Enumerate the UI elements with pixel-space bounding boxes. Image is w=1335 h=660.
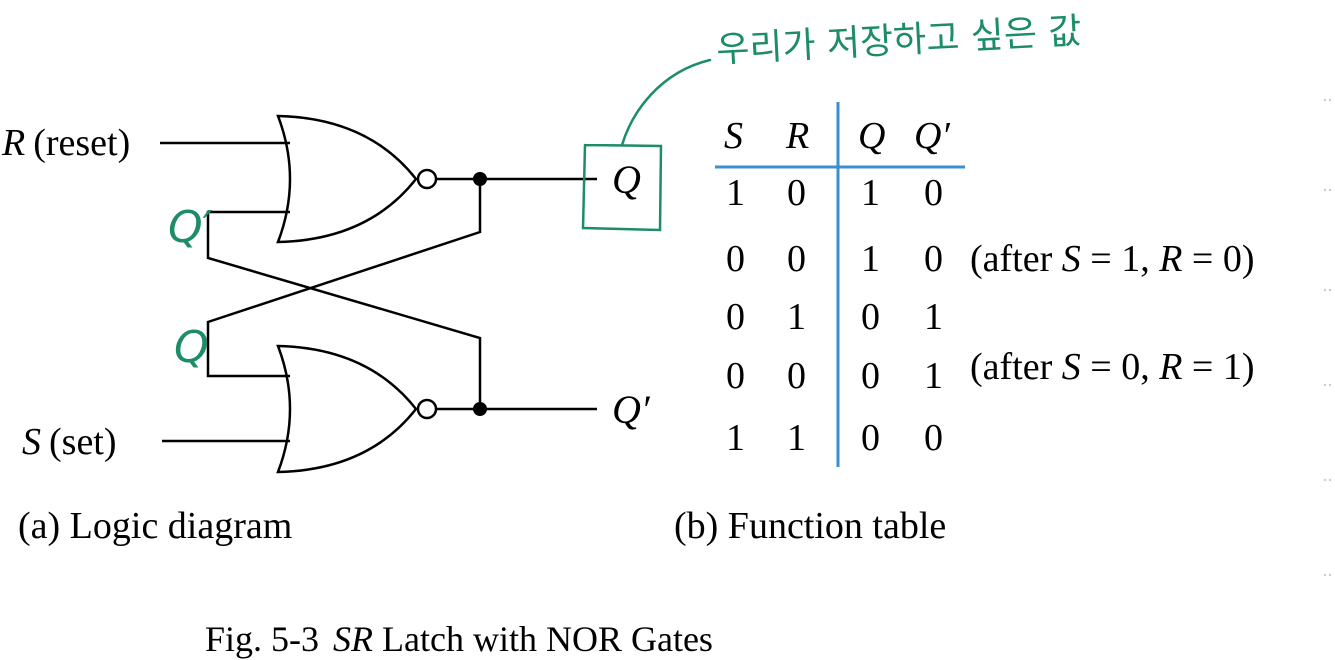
table-row: 0 0 1 0 [726,238,943,280]
table-row: 0 0 0 1 [726,355,943,397]
table-cell: 0 [924,238,943,280]
q-prime-output-label: Q′ [612,387,651,432]
nor-gate-lower [276,344,418,474]
table-cell: 1 [726,417,745,459]
s-input-label: S(set) [22,421,117,463]
table-cell: 1 [924,355,943,397]
table-cell: 0 [726,238,745,280]
table-row-note: (after S = 1, R = 0) [970,238,1255,280]
nor-gate-upper [276,114,418,244]
q-handwritten-mark: Q [174,322,209,373]
margin-dots [1323,98,1332,577]
header-s: S [724,115,743,157]
header-q: Q [858,115,885,157]
table-row: 1 0 1 0 [726,172,943,214]
r-input-label: R(reset) [1,122,130,164]
logic-diagram-caption: (a) Logic diagram [18,505,292,547]
table-cell: 0 [861,296,880,338]
table-cell: 1 [787,296,806,338]
table-cell: 0 [726,355,745,397]
nor-bubble-lower [416,398,438,420]
table-cell: 0 [787,238,806,280]
table-row: 0 1 0 1 [726,296,943,338]
table-cell: 0 [924,417,943,459]
table-cell: 1 [787,417,806,459]
table-cell: 1 [924,296,943,338]
feedback-q-prime-wire [206,210,482,409]
header-q-prime: Q′ [914,115,950,157]
nor-bubble-upper [416,168,438,190]
table-cell: 0 [787,355,806,397]
table-cell: 0 [787,172,806,214]
handwritten-annotations [581,58,712,232]
table-cell: 0 [924,172,943,214]
table-cell: 0 [726,296,745,338]
junction-dot-q-prime [473,402,487,416]
table-row-note: (after S = 0, R = 1) [970,346,1255,388]
annotation-note: 우리가 저장하고 싶은 값 [715,11,1082,71]
function-table: S R Q Q′ 1 0 1 0 0 0 1 0 0 1 0 1 [674,102,1255,547]
logic-diagram [160,114,597,474]
header-r: R [785,115,809,157]
table-cell: 1 [861,172,880,214]
junction-dot-q [473,172,487,186]
q-prime-handwritten-mark: Q′ [168,202,213,253]
table-cell: 1 [861,238,880,280]
feedback-q-wire [206,179,482,378]
table-cell: 1 [726,172,745,214]
table-cell: 0 [861,417,880,459]
table-cell: 0 [861,355,880,397]
annotation-leader-line [620,58,712,147]
function-table-caption: (b) Function table [674,505,946,547]
q-highlight-box [581,143,663,232]
table-row: 1 1 0 0 [726,417,943,459]
table-header: S R Q Q′ [724,115,950,157]
q-output-label: Q [612,157,641,202]
